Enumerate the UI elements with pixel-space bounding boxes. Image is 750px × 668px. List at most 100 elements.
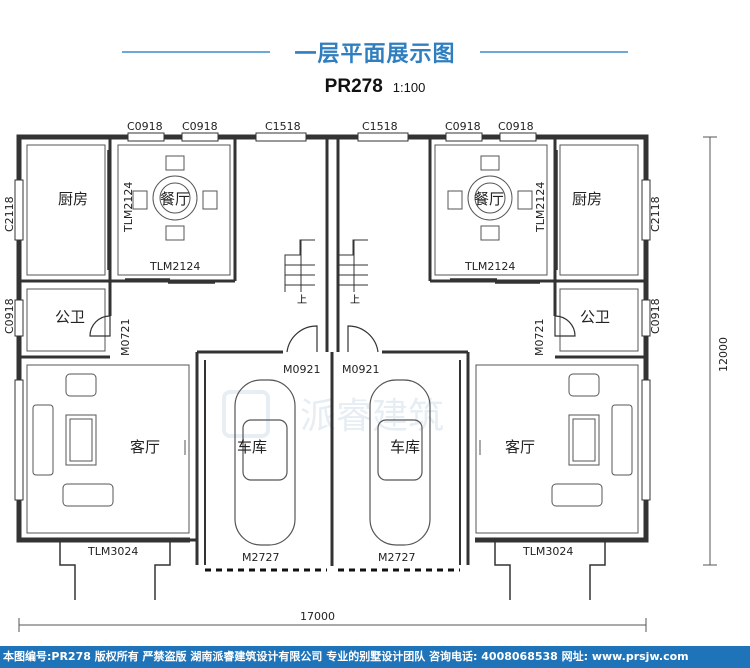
stairs bbox=[284, 239, 368, 292]
stair-right bbox=[337, 239, 368, 292]
coffee-table-icon bbox=[65, 414, 97, 466]
swing-doors bbox=[89, 315, 576, 353]
label-m0921-right: M0921 bbox=[342, 363, 380, 376]
plan-code: PR278 bbox=[324, 76, 383, 97]
stair-left bbox=[284, 239, 315, 292]
watermark: 派睿建筑 bbox=[222, 390, 444, 438]
chair-icon bbox=[480, 155, 500, 171]
stair-up-label-left: 上 bbox=[297, 294, 307, 306]
floor-plan: 派睿建筑 bbox=[3, 120, 730, 632]
porch-left-a bbox=[59, 540, 76, 600]
door-m0921-left bbox=[286, 325, 318, 353]
room-dining-right: 餐厅 bbox=[474, 190, 504, 208]
sliding-doors bbox=[107, 150, 558, 284]
title-bar: 一层平面展示图 bbox=[0, 34, 750, 74]
kitchen-outline-right bbox=[559, 144, 639, 276]
room-kitchen-right: 厨房 bbox=[572, 190, 602, 208]
chair-icon bbox=[165, 155, 185, 171]
window-c0918-3 bbox=[445, 132, 483, 142]
label-c2118-left: C2118 bbox=[3, 196, 16, 232]
label-tlm2124-v-left: TLM2124 bbox=[122, 182, 135, 233]
window-c0918-2 bbox=[181, 132, 219, 142]
exterior-walls bbox=[16, 134, 649, 543]
dining-outline-left bbox=[117, 144, 231, 276]
title-rule-right bbox=[480, 51, 628, 53]
label-dim-width: 17000 bbox=[300, 610, 335, 623]
chair-icon bbox=[517, 190, 533, 210]
label-m2727-left: M2727 bbox=[242, 551, 280, 564]
sofa-icon bbox=[611, 404, 633, 476]
window-c0918-4 bbox=[499, 132, 537, 142]
label-c1518-right: C1518 bbox=[362, 120, 398, 133]
porch-left-b bbox=[154, 540, 171, 600]
chair-icon bbox=[447, 190, 463, 210]
label-c0918-side-right: C0918 bbox=[649, 298, 662, 334]
footer-banner: 本图编号:PR278 版权所有 严禁盗版 湖南派睿建筑设计有限公司 专业的别墅设… bbox=[0, 646, 750, 668]
label-m0921-left: M0921 bbox=[283, 363, 321, 376]
label-c0918-2: C0918 bbox=[182, 120, 218, 133]
porch-right-b bbox=[589, 540, 606, 600]
car-right-roof-icon bbox=[377, 419, 423, 481]
room-living-right: 客厅 bbox=[505, 438, 535, 456]
label-m2727-right: M2727 bbox=[378, 551, 416, 564]
chair-icon bbox=[480, 225, 500, 241]
room-living-left: 客厅 bbox=[130, 438, 160, 456]
car-right-icon bbox=[369, 379, 431, 546]
title-rule-left bbox=[122, 51, 270, 53]
room-bath-left: 公卫 bbox=[55, 308, 85, 326]
stair-up-label-right: 上 bbox=[350, 294, 360, 306]
living-outline-right bbox=[475, 364, 639, 534]
window-c2118-right bbox=[641, 179, 651, 241]
watermark-logo-icon bbox=[222, 390, 270, 438]
chair-icon bbox=[165, 225, 185, 241]
label-c2118-right: C2118 bbox=[649, 196, 662, 232]
car-left-icon bbox=[234, 379, 296, 546]
bath-outline-right bbox=[559, 288, 639, 352]
label-c1518-left: C1518 bbox=[265, 120, 301, 133]
room-bath-right: 公卫 bbox=[580, 308, 610, 326]
door-m0921-right bbox=[347, 325, 379, 353]
outer-wall bbox=[16, 134, 649, 543]
label-c0918-3: C0918 bbox=[445, 120, 481, 133]
cars bbox=[234, 379, 431, 546]
dining-table-right-inner-icon bbox=[474, 182, 506, 214]
sofa-icon bbox=[32, 404, 54, 476]
dining-table-right-icon bbox=[467, 175, 513, 221]
window-c1518-left bbox=[255, 132, 307, 142]
room-dining-left: 餐厅 bbox=[160, 190, 190, 208]
room-garage-left: 车库 bbox=[237, 438, 267, 456]
label-c0918-side-left: C0918 bbox=[3, 298, 16, 334]
porch-right-a bbox=[494, 540, 511, 600]
window-c1518-right bbox=[357, 132, 409, 142]
room-labels: 厨房 餐厅 公卫 客厅 车库 厨房 餐厅 公卫 客厅 车库 bbox=[55, 190, 610, 456]
sofa-icon bbox=[62, 483, 114, 507]
label-m0721-left: M0721 bbox=[119, 319, 132, 357]
dining-outline-right bbox=[434, 144, 548, 276]
bath-outline-left bbox=[26, 288, 106, 352]
interior-walls bbox=[19, 137, 646, 566]
porches bbox=[59, 540, 606, 600]
coffee-table-inner-icon bbox=[572, 418, 596, 462]
room-kitchen-left: 厨房 bbox=[58, 190, 88, 208]
top-windows bbox=[14, 132, 651, 501]
armchair-icon bbox=[568, 373, 600, 397]
window-living-right bbox=[641, 379, 651, 501]
room-garage-right: 车库 bbox=[390, 438, 420, 456]
window-c0918-side-left bbox=[14, 299, 24, 337]
chair-icon bbox=[132, 190, 148, 210]
coffee-table-icon bbox=[568, 414, 600, 466]
label-tlm3024-right: TLM3024 bbox=[522, 545, 573, 558]
window-c0918-side-right bbox=[641, 299, 651, 337]
label-tlm2124-right: TLM2124 bbox=[464, 260, 515, 273]
label-tlm2124-left: TLM2124 bbox=[149, 260, 200, 273]
sofa-icon bbox=[551, 483, 603, 507]
watermark-text: 派睿建筑 bbox=[300, 396, 444, 437]
chair-icon bbox=[202, 190, 218, 210]
kitchen-outline-left bbox=[26, 144, 106, 276]
coffee-table-inner-icon bbox=[69, 418, 93, 462]
door-m0721-left bbox=[89, 315, 111, 337]
label-dim-depth: 12000 bbox=[717, 337, 730, 372]
opening-labels: C0918 C0918 C1518 C1518 C0918 C0918 TLM2… bbox=[3, 120, 730, 623]
room-outlines bbox=[26, 144, 639, 534]
